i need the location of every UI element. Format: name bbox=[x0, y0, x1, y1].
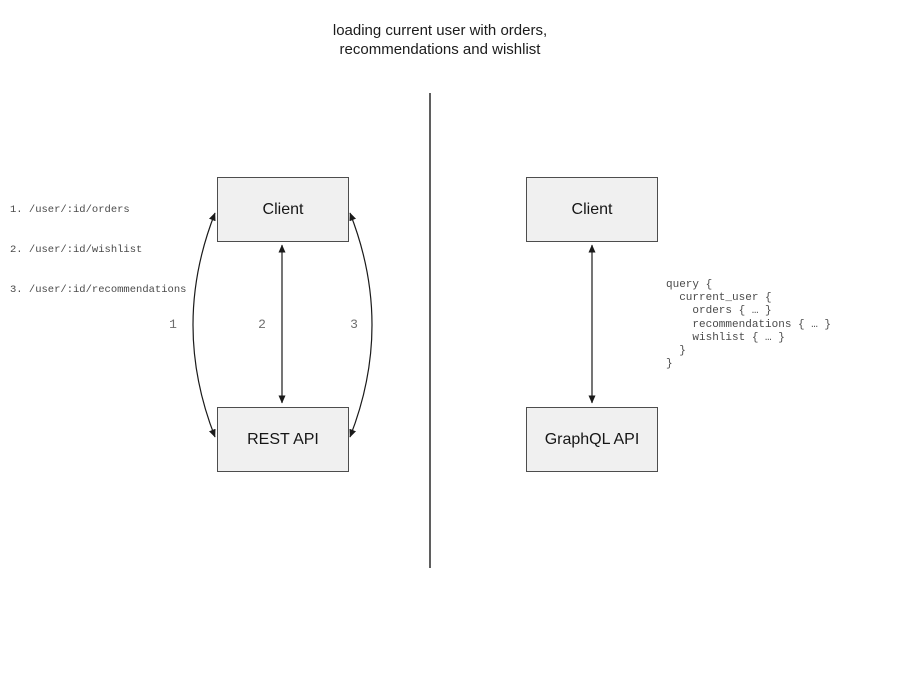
rest-endpoint-orders: 1. /user/:id/orders bbox=[10, 203, 130, 216]
title-line-2: recommendations and wishlist bbox=[339, 41, 541, 58]
rest-api-box: REST API bbox=[217, 407, 349, 472]
graphql-api-box-label: GraphQL API bbox=[544, 430, 640, 448]
rest-api-box-label: REST API bbox=[247, 430, 319, 448]
rest-arrow-1-curve bbox=[192, 212, 216, 438]
rest-endpoint-recommendations: 3. /user/:id/recommendations bbox=[10, 284, 187, 297]
client-box-left: Client bbox=[217, 177, 349, 242]
graphql-api-box: GraphQL API bbox=[526, 407, 658, 472]
arrow-label-1: 1 bbox=[169, 317, 177, 332]
diagram-title: loading current user with orders, recomm… bbox=[190, 21, 690, 59]
client-box-left-label: Client bbox=[262, 200, 304, 218]
title-line-1: loading current user with orders, bbox=[332, 22, 548, 39]
arrow-label-2: 2 bbox=[258, 317, 266, 332]
rest-endpoint-list: 1. /user/:id/orders 2. /user/:id/wishlis… bbox=[10, 177, 186, 324]
client-box-right-label: Client bbox=[571, 200, 613, 218]
graphql-query-code: query { current_user { orders { … } reco… bbox=[666, 279, 832, 371]
client-box-right: Client bbox=[526, 177, 658, 242]
arrow-label-3: 3 bbox=[350, 317, 358, 332]
rest-endpoint-wishlist: 2. /user/:id/wishlist bbox=[10, 244, 143, 257]
vertical-divider bbox=[429, 93, 431, 568]
